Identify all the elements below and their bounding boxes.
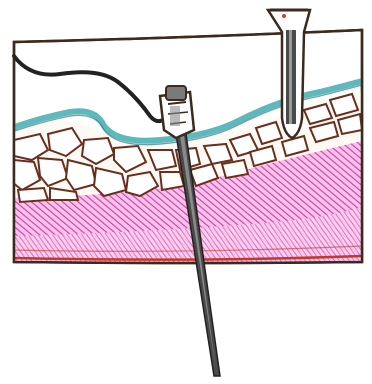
probe-head <box>160 86 194 138</box>
tube-red-mark <box>282 14 286 18</box>
